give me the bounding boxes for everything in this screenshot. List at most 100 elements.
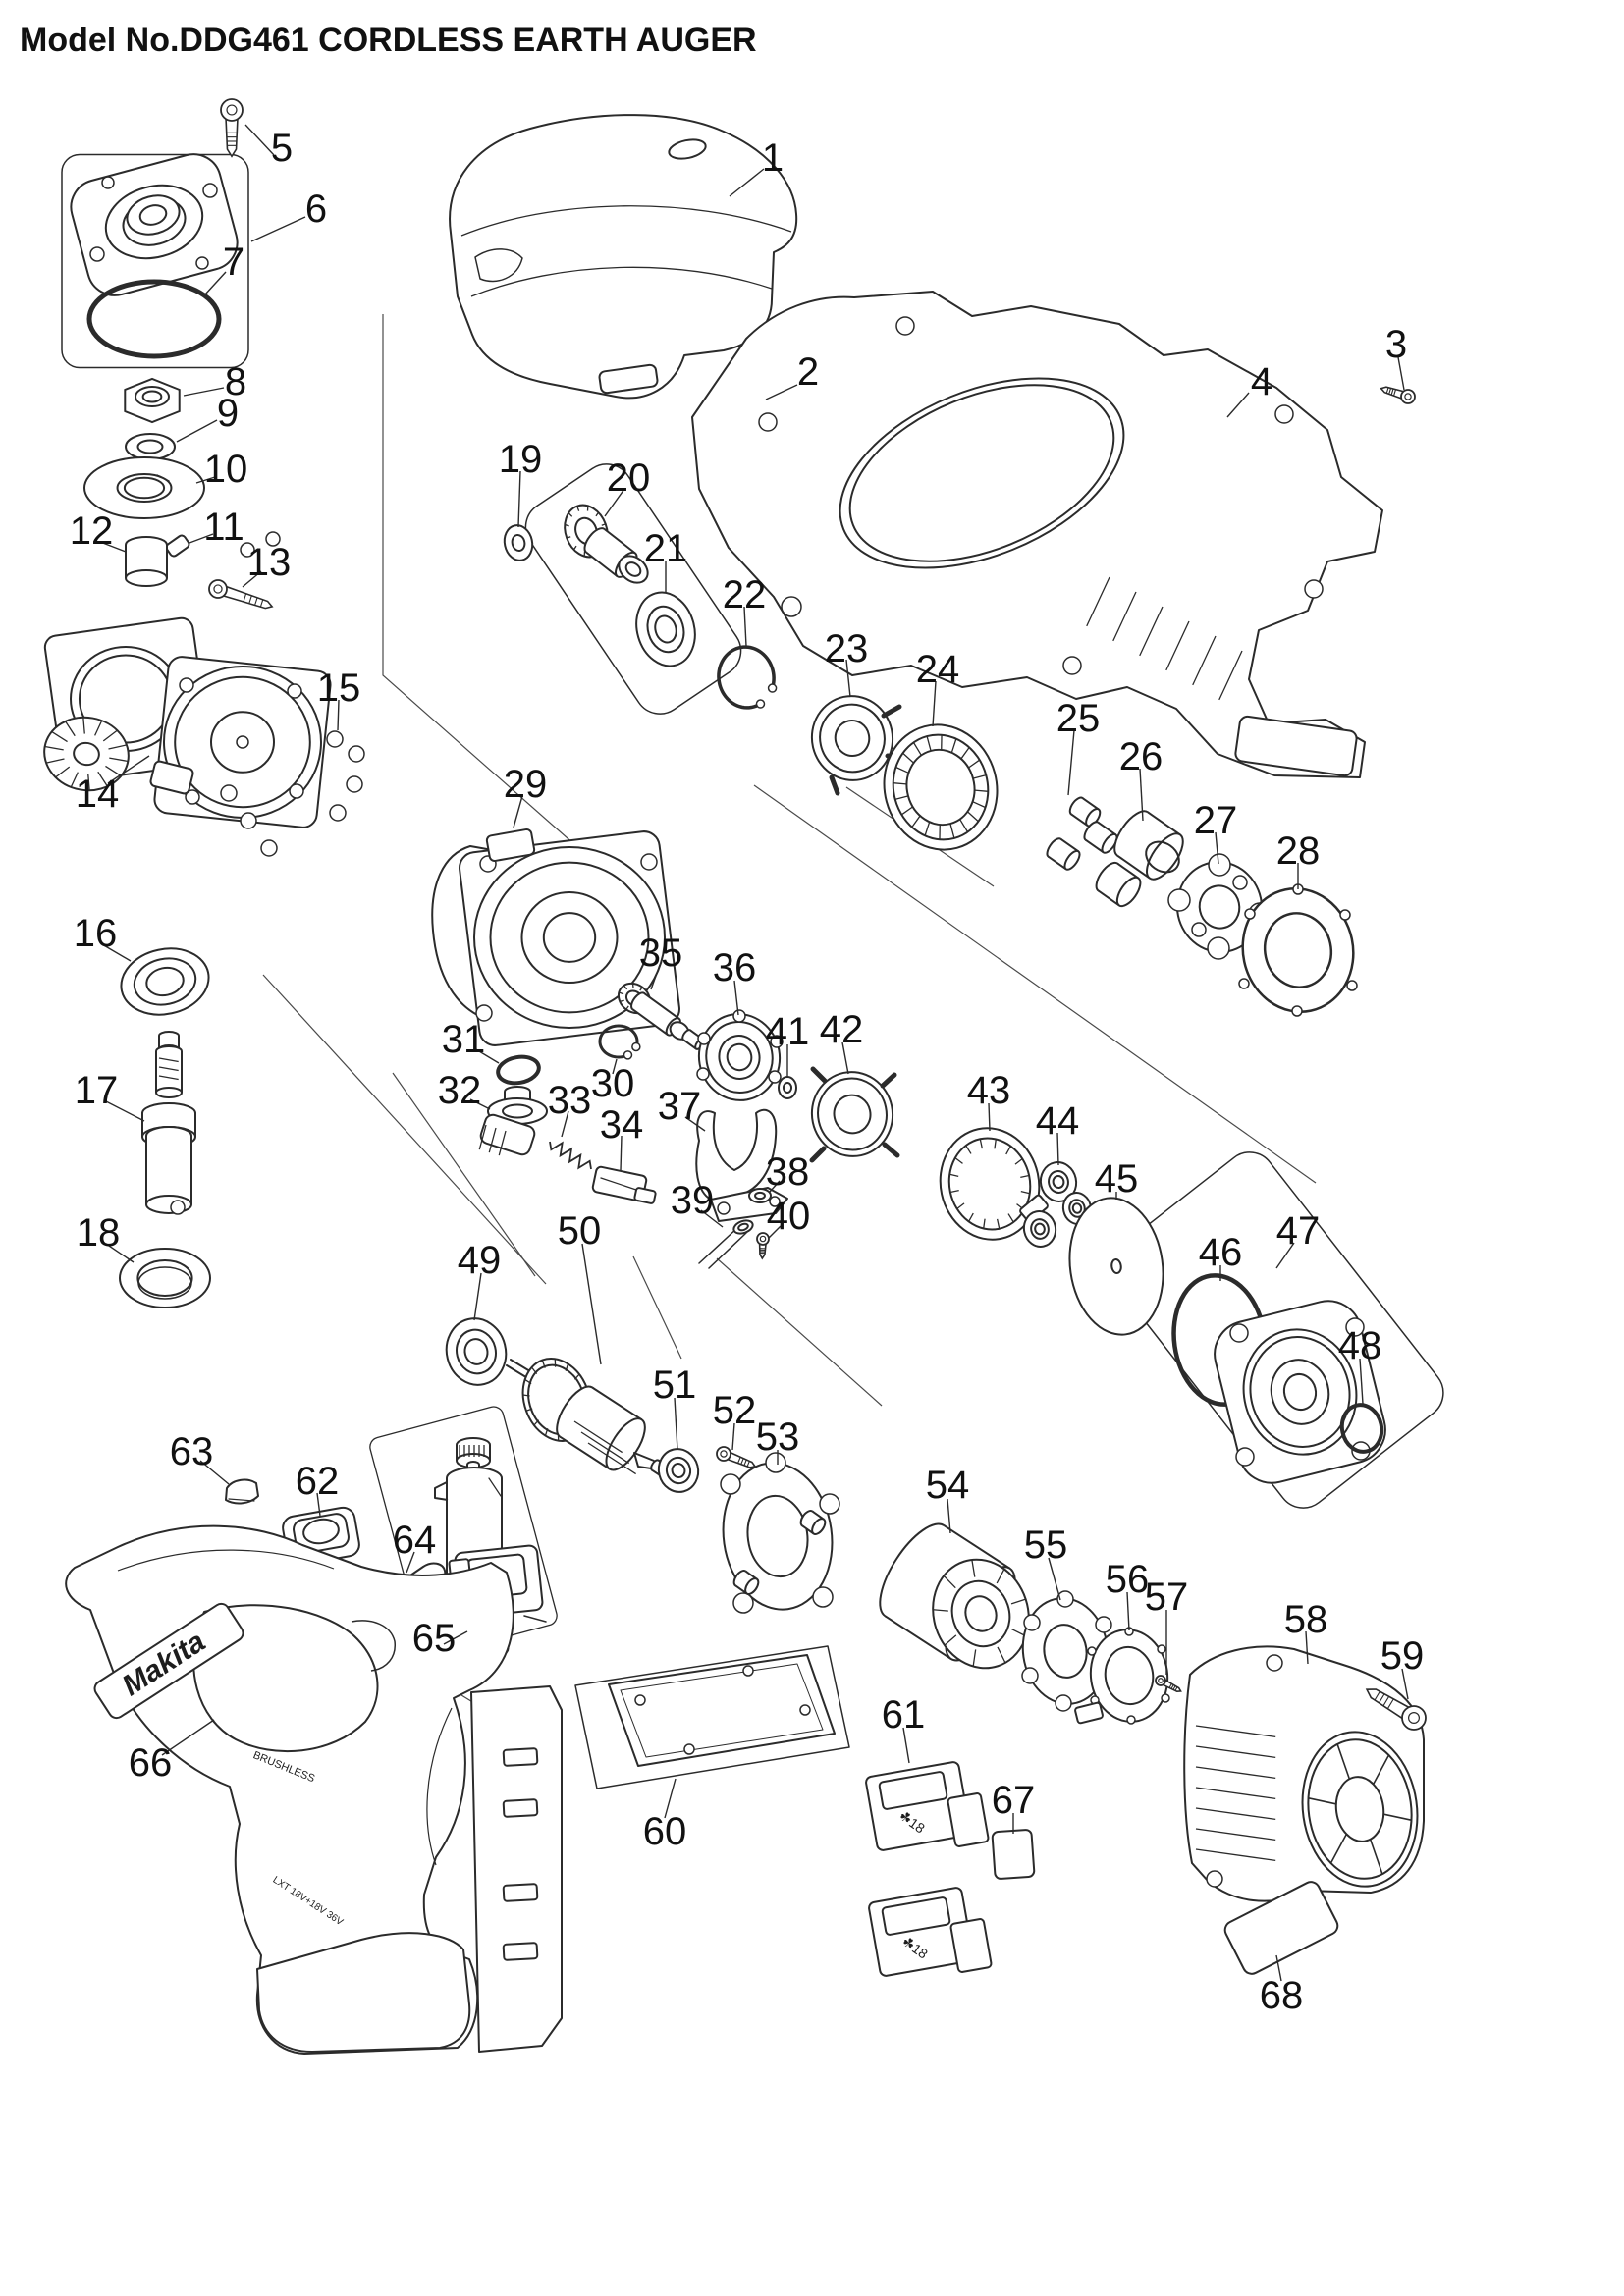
part-8-hex-nut — [124, 377, 181, 424]
part-50-leader — [581, 1243, 602, 1365]
part-32-leader — [469, 1098, 491, 1110]
part-2-leader — [765, 384, 798, 400]
part-4-housing-frame — [691, 291, 1383, 778]
part-60-number-label: 60 — [643, 1810, 687, 1853]
part-3-leader — [1397, 356, 1405, 391]
part-14-gear-case-assembly — [43, 616, 332, 828]
part-27-carrier-plate — [1167, 853, 1272, 960]
part-32-cam-spindle — [478, 1086, 548, 1156]
part-52-number-label: 52 — [713, 1389, 757, 1432]
part-52-leader — [731, 1422, 735, 1451]
part-43-number-label: 43 — [967, 1069, 1011, 1112]
part-39-shift-lever-pin — [698, 1219, 754, 1269]
part-4-leader — [1226, 392, 1250, 418]
part-15-leader — [337, 699, 340, 731]
part-44-number-label: 44 — [1036, 1099, 1080, 1143]
part-15-steel-balls — [220, 531, 365, 857]
leader-lines — [99, 124, 1409, 1982]
part-40-number-label: 40 — [767, 1195, 811, 1238]
part-50-number-label: 50 — [558, 1209, 602, 1253]
part-31-o-ring — [496, 1054, 541, 1086]
part-42-leader — [841, 1041, 849, 1075]
part-45-thrust-disc — [1068, 1197, 1164, 1336]
part-47-number-label: 47 — [1276, 1209, 1321, 1253]
part-30-number-label: 30 — [591, 1062, 635, 1105]
part-33-compression-spring — [549, 1141, 592, 1170]
part-50-armature — [506, 1358, 674, 1480]
part-20-leader — [604, 488, 625, 517]
part-21-number-label: 21 — [644, 527, 688, 570]
part-31-leader — [473, 1047, 500, 1064]
part-7-leader — [203, 271, 227, 296]
part-19-number-label: 19 — [499, 438, 543, 481]
part-68-caution-label — [1223, 1881, 1339, 1975]
part-48-leader — [1359, 1358, 1364, 1405]
part-9-number-label: 9 — [217, 392, 239, 435]
part-33-leader — [561, 1110, 569, 1138]
part-61-terminal-block: ☘18☘18 — [865, 1761, 993, 1977]
part-61-number-label: 61 — [882, 1693, 926, 1736]
part-35-leader — [650, 964, 661, 990]
part-37-number-label: 37 — [658, 1085, 702, 1128]
part-5-number-label: 5 — [271, 127, 293, 170]
part-1-housing-cover — [449, 114, 798, 400]
part-16-ball-bearing — [120, 947, 210, 1016]
part-63-leader — [199, 1460, 230, 1485]
part-42-number-label: 42 — [820, 1008, 864, 1051]
part-10-leader — [195, 476, 216, 484]
part-12-sleeve — [125, 536, 168, 587]
part-57-tapping-screw — [1155, 1675, 1182, 1693]
part-51-number-label: 51 — [653, 1363, 697, 1407]
part-17-output-spindle — [141, 1031, 196, 1215]
part-66-leader — [161, 1719, 215, 1756]
part-29-leader — [513, 795, 523, 828]
part-5-leader — [244, 124, 275, 156]
part-53-number-label: 53 — [756, 1415, 800, 1459]
part-24-leader — [932, 680, 937, 727]
part-26-leader — [1139, 768, 1144, 822]
part-32-number-label: 32 — [438, 1069, 482, 1112]
part-49-leader — [473, 1272, 482, 1321]
part-11-number-label: 11 — [203, 506, 244, 549]
part-8-leader — [183, 387, 225, 397]
part-54-leader — [947, 1498, 951, 1534]
part-46-number-label: 46 — [1199, 1231, 1243, 1274]
part-38-flat-washer — [748, 1188, 772, 1203]
part-62-number-label: 62 — [296, 1460, 340, 1503]
part-11-key — [165, 534, 190, 558]
part-19-leader — [517, 470, 521, 528]
part-37-leader — [684, 1116, 706, 1132]
part-33-number-label: 33 — [548, 1079, 592, 1122]
part-41-flat-washer — [778, 1076, 797, 1099]
part-6-number-label: 6 — [305, 187, 327, 231]
part-55-insulation-washer — [1021, 1590, 1112, 1712]
part-39-leader — [700, 1209, 724, 1228]
part-23-spindle-hub — [810, 695, 907, 796]
guide-lines — [262, 314, 1317, 1750]
part-55-leader — [1048, 1557, 1061, 1601]
part-24-internal-ring-gear — [883, 723, 999, 851]
part-53-baffle-plate — [720, 1452, 840, 1614]
part-29-number-label: 29 — [504, 763, 548, 806]
part-40-leader — [768, 1225, 782, 1239]
part-21-ball-bearing — [635, 591, 696, 667]
part-9-leader — [176, 419, 218, 443]
part-39-number-label: 39 — [671, 1179, 715, 1222]
part-42-pin-hub — [809, 1066, 900, 1163]
part-23-number-label: 23 — [825, 627, 869, 670]
part-3-tapping-screw — [1380, 386, 1416, 404]
part-30-leader — [612, 1058, 618, 1075]
part-66-number-label: 66 — [129, 1741, 173, 1785]
part-45-number-label: 45 — [1095, 1157, 1139, 1201]
part-34-number-label: 34 — [600, 1103, 644, 1147]
part-52-tapping-screw — [716, 1446, 757, 1468]
part-19-flat-washer — [503, 524, 534, 561]
part-25-needle-rollers — [1046, 796, 1118, 871]
part-34-leader — [620, 1135, 623, 1171]
part-58-motor-housing — [1183, 1645, 1425, 1902]
part-48-number-label: 48 — [1338, 1324, 1382, 1367]
part-20-number-label: 20 — [607, 456, 651, 500]
part-36-bearing-retainer — [696, 1009, 784, 1101]
